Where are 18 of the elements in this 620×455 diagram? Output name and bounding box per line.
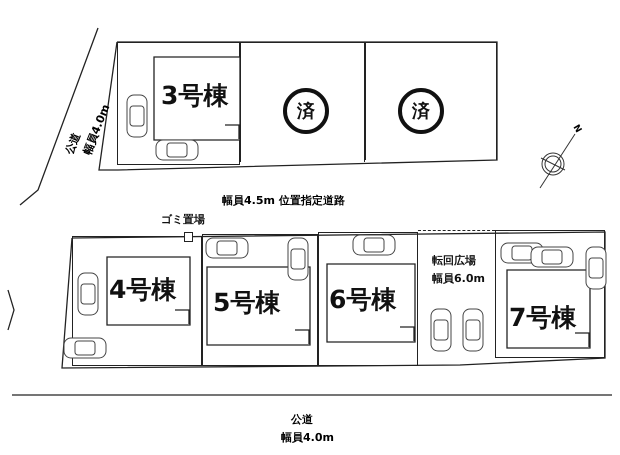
road-label: 幅員4.5m 位置指定道路 [222, 193, 345, 208]
road-label: 公道 [291, 412, 313, 427]
north-label: N [570, 123, 583, 135]
sold-label: 済 [297, 100, 315, 123]
building-number-label: 4号棟 [109, 274, 176, 306]
road-label: 幅員4.0m [80, 102, 114, 157]
area-label: 転回広場 [432, 253, 476, 268]
lot-outline [240, 42, 365, 162]
building-number-label: 3号棟 [161, 80, 228, 112]
building-number-label: 5号棟 [213, 287, 280, 319]
sold-label: 済 [412, 100, 430, 123]
area-label: 幅員6.0m [432, 271, 485, 286]
lot-outline [365, 42, 497, 160]
building-number-label: 7号棟 [509, 302, 576, 334]
road-label: 公道 [62, 130, 84, 156]
building-number-label: 6号棟 [329, 284, 396, 316]
road-label: 幅員4.0m [281, 430, 334, 445]
area-label: ゴミ置場 [161, 212, 205, 227]
